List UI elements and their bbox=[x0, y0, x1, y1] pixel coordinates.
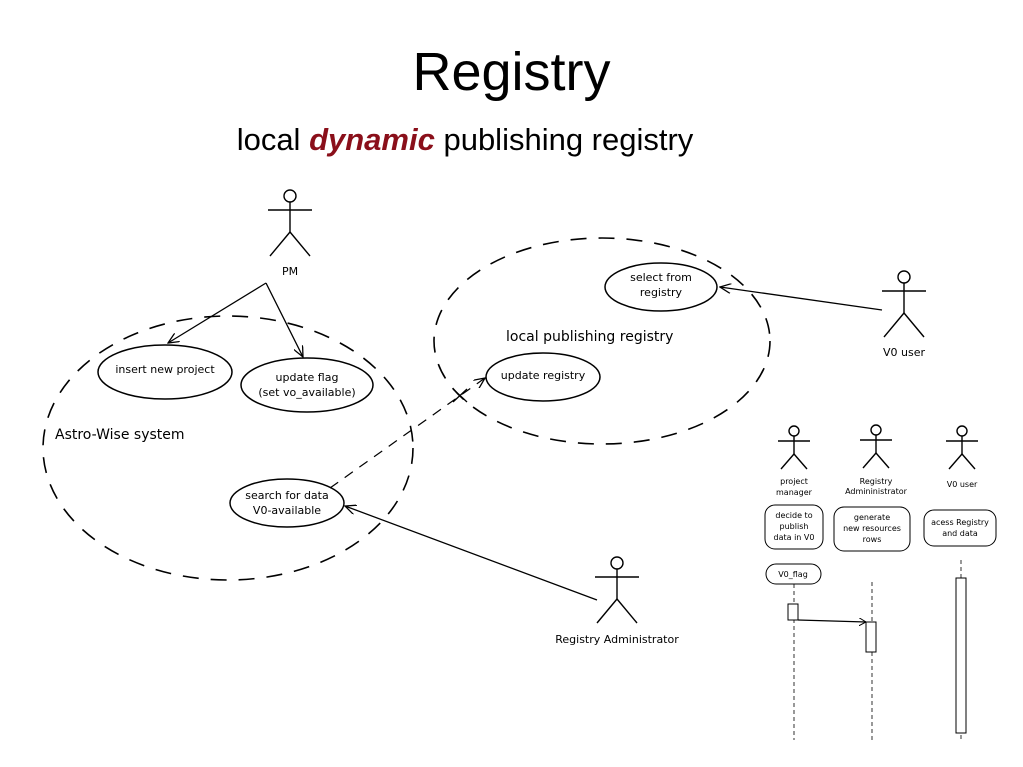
registry-admin-actor-icon bbox=[595, 556, 639, 624]
pm-actor-icon bbox=[268, 189, 312, 257]
vo-user-actor-label: V0 user bbox=[883, 346, 925, 359]
update-registry-use-case: update registry bbox=[485, 352, 601, 402]
slide-subtitle: local dynamic publishing registry bbox=[0, 120, 930, 160]
seq-pm-label-line1: project bbox=[780, 477, 808, 486]
seq-user-action-line2: and data bbox=[942, 529, 978, 538]
pm-to-update-flag-arrow bbox=[265, 282, 303, 357]
insert-new-project-label: insert new project bbox=[115, 363, 215, 376]
seq-user-label: V0 user bbox=[947, 480, 978, 489]
select-registry-use-case: select from registry bbox=[604, 262, 718, 312]
seq-pm-action-box: decide to publish data in V0 bbox=[764, 504, 824, 550]
seq-admin-action-line2: new resources bbox=[843, 524, 901, 533]
seq-admin-label-line1: Registry bbox=[860, 477, 893, 486]
astro-wise-system-label: Astro-Wise system bbox=[55, 427, 185, 443]
update-registry-label: update registry bbox=[501, 369, 586, 382]
seq-pm-action-line3: data in V0 bbox=[774, 533, 815, 542]
registry-admin-actor-label: Registry Administrator bbox=[555, 633, 679, 646]
seq-pm-activation bbox=[787, 603, 799, 621]
seq-admin-action-line3: rows bbox=[863, 535, 882, 544]
search-data-use-case: search for data V0-available bbox=[229, 478, 345, 528]
select-registry-label-line1: select from bbox=[630, 271, 692, 284]
pm-to-insert-arrow bbox=[168, 282, 267, 343]
seq-admin-actor-icon bbox=[860, 424, 892, 469]
seq-user-actor-icon bbox=[946, 425, 978, 470]
astro-wise-system-boundary bbox=[42, 315, 414, 581]
pm-actor-label: PM bbox=[282, 265, 298, 278]
seq-vo-flag-label: V0_flag bbox=[778, 570, 808, 579]
seq-message-arrow bbox=[797, 620, 866, 622]
local-registry-label: local publishing registry bbox=[506, 329, 673, 345]
seq-pm-action-line2: publish bbox=[780, 522, 809, 531]
vo-user-actor-icon bbox=[882, 270, 926, 338]
seq-user-action-line1: acess Registry bbox=[931, 518, 989, 527]
admin-to-search-arrow bbox=[345, 506, 598, 601]
seq-pm-label-line2: manager bbox=[776, 488, 813, 497]
search-to-update-registry-dependency bbox=[329, 378, 485, 489]
seq-admin-activation bbox=[865, 621, 877, 653]
update-flag-use-case: update flag (set vo_available) bbox=[240, 357, 374, 413]
seq-admin-action-box: generate new resources rows bbox=[833, 506, 911, 552]
select-registry-label-line2: registry bbox=[640, 286, 683, 299]
update-flag-label-line2: (set vo_available) bbox=[258, 386, 355, 399]
subtitle-suffix: publishing registry bbox=[434, 122, 694, 157]
seq-admin-label-line2: Admininistrator bbox=[845, 487, 908, 496]
dependency-cross-icon bbox=[452, 388, 468, 403]
user-to-select-arrow bbox=[720, 287, 883, 311]
seq-pm-actor-icon bbox=[778, 425, 810, 470]
seq-admin-action-line1: generate bbox=[854, 513, 890, 522]
seq-vo-flag-box: V0_flag bbox=[765, 563, 822, 585]
seq-pm-action-line1: decide to bbox=[775, 511, 812, 520]
slide-title: Registry bbox=[412, 42, 611, 102]
search-data-label-line2: V0-available bbox=[253, 504, 321, 517]
update-flag-label-line1: update flag bbox=[276, 371, 339, 384]
subtitle-emphasis: dynamic bbox=[309, 122, 435, 157]
insert-new-project-use-case: insert new project bbox=[97, 344, 233, 400]
local-registry-boundary bbox=[433, 237, 771, 445]
subtitle-prefix: local bbox=[236, 122, 310, 157]
seq-user-activation bbox=[955, 577, 967, 734]
seq-user-action-box: acess Registry and data bbox=[923, 509, 997, 547]
search-data-label-line1: search for data bbox=[245, 489, 328, 502]
